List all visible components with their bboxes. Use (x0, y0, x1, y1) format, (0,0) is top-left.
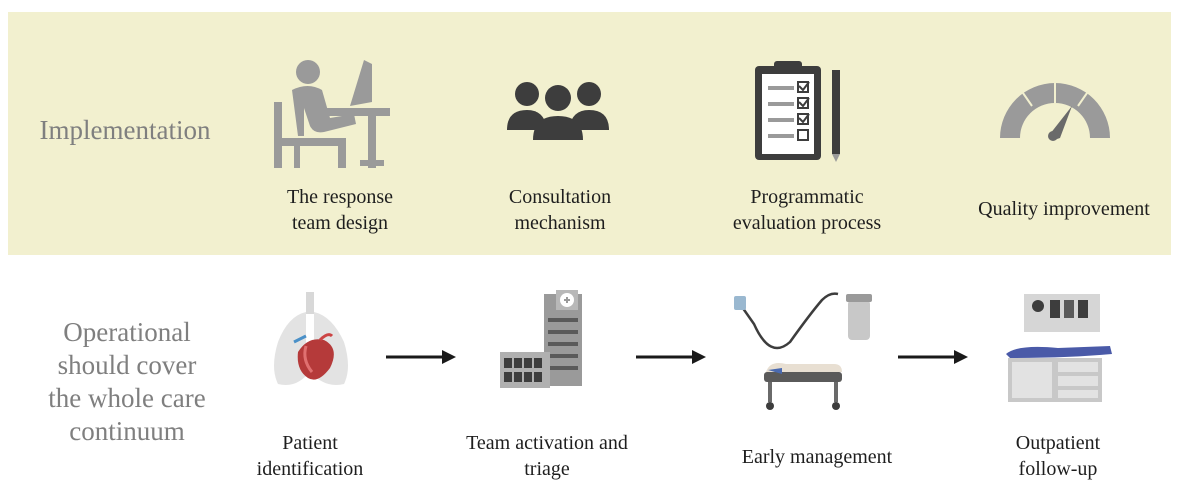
caption-line: Patient (282, 432, 338, 454)
implementation-band (8, 12, 1171, 255)
hospital-building-icon (500, 290, 582, 388)
caption-quality-improvement: Quality improvement (952, 196, 1176, 222)
caption-line: follow-up (1018, 458, 1098, 480)
caption-line: identification (256, 458, 364, 480)
gauge-icon (1000, 82, 1110, 141)
operational-title-line: should cover (57, 349, 197, 380)
arrow-right-icon (636, 350, 706, 364)
caption-line: Quality improvement (978, 198, 1150, 220)
operational-title-line: the whole care (48, 382, 206, 413)
operational-title-line: Operational (63, 317, 191, 347)
caption-consultation-mechanism: Consultation mechanism (470, 184, 650, 236)
caption-patient-identification: Patient identification (220, 430, 400, 482)
caption-line: Programmatic (750, 186, 864, 208)
exam-room-icon (1006, 294, 1112, 402)
caption-line: mechanism (514, 212, 606, 234)
implementation-title: Implementation (39, 115, 211, 145)
caption-line: team design (291, 212, 389, 234)
caption-line: Outpatient (1015, 432, 1101, 454)
caption-line: Team activation and (466, 432, 628, 454)
arrow-right-icon (898, 350, 968, 364)
people-group-icon (507, 82, 609, 140)
operational-title-line: continuum (69, 415, 185, 446)
caption-response-team-design: The response team design (250, 184, 430, 236)
arrow-right-icon (386, 350, 456, 364)
caption-line: evaluation process (732, 212, 882, 234)
caption-early-management: Early management (712, 444, 922, 470)
caption-outpatient-follow-up: Outpatient follow-up (970, 430, 1146, 482)
lungs-heart-icon (274, 292, 348, 385)
caption-programmatic-evaluation: Programmatic evaluation process (712, 184, 902, 236)
operational-title: Operational should cover the whole care … (34, 316, 220, 448)
person-at-computer-icon (274, 60, 390, 168)
caption-line: The response (286, 186, 394, 208)
caption-line: Consultation (508, 186, 612, 208)
clipboard-checklist-icon (755, 61, 840, 162)
caption-line: triage (524, 458, 570, 480)
caption-line: Early management (741, 446, 893, 468)
catheter-bed-icon (734, 292, 872, 410)
caption-team-activation-triage: Team activation and triage (440, 430, 654, 482)
